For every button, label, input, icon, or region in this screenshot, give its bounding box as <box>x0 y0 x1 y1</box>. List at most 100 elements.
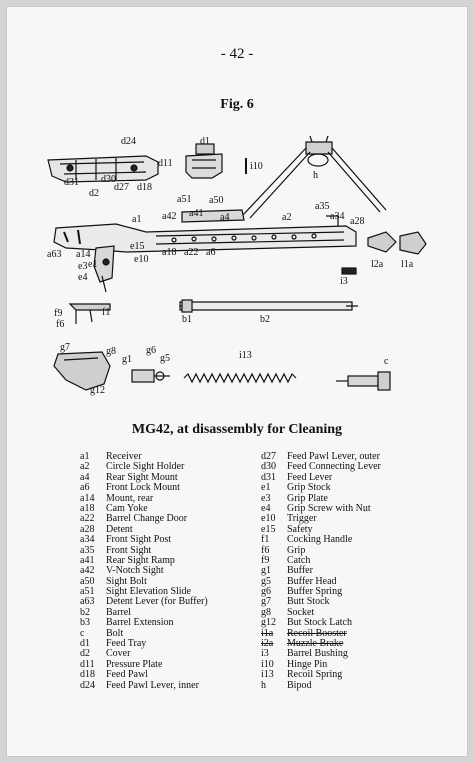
parts-list-row: a51 Sight Elevation Slide <box>80 586 208 598</box>
recoil-spring-drawing <box>183 372 297 384</box>
bolt-drawing <box>336 371 391 391</box>
part-code: a14 <box>80 492 95 504</box>
parts-list-row: e1 Grip Stock <box>261 482 381 494</box>
part-description: Sight Bolt <box>106 575 147 587</box>
figure-label: e3 <box>78 261 88 272</box>
figure-title: Fig. 6 <box>220 97 254 112</box>
part-description: Recoil Spring <box>287 669 343 681</box>
buffer-drawing <box>131 369 170 383</box>
figure-label: d1 <box>200 136 210 147</box>
figure-label: g12 <box>90 385 105 396</box>
parts-list-row: f6 Grip <box>261 544 381 556</box>
part-code: d11 <box>80 658 95 670</box>
bipod-drawing <box>241 135 387 219</box>
part-code: d18 <box>80 669 95 681</box>
part-code: i2a <box>261 638 274 650</box>
figure-label: a2 <box>282 212 292 223</box>
receiver-drawing <box>53 209 357 253</box>
muzzle-parts-drawing <box>341 231 427 275</box>
part-description: Catch <box>287 554 311 566</box>
part-description: Barrel <box>106 606 131 618</box>
part-description: Recoil Booster <box>287 627 347 639</box>
parts-list-row: g6 Buffer Spring <box>261 586 381 598</box>
part-code: g1 <box>261 565 271 577</box>
part-code: i13 <box>261 669 274 681</box>
part-code: e1 <box>261 482 271 494</box>
part-description: Grip Screw with Nut <box>287 502 371 514</box>
figure-label: l1a <box>401 259 414 270</box>
part-code: f6 <box>261 544 270 556</box>
part-code: h <box>261 679 266 691</box>
part-code: d31 <box>261 471 276 483</box>
figure-label: b2 <box>260 314 270 325</box>
part-code: a1 <box>80 451 90 462</box>
part-code: f9 <box>261 554 270 566</box>
figure-label: a50 <box>209 195 224 206</box>
part-code: g5 <box>261 575 271 587</box>
part-description: Grip Plate <box>287 492 328 504</box>
figure-label: a1 <box>132 214 142 225</box>
part-description: Cam Yoke <box>106 502 148 514</box>
part-code: a4 <box>80 471 90 483</box>
figure-label: e4 <box>78 272 88 283</box>
part-description: Muzzle Brake <box>287 638 344 650</box>
part-description: Front Sight <box>106 544 152 556</box>
part-code: i3 <box>261 648 269 660</box>
parts-list-row: i1a Recoil Booster <box>261 627 381 639</box>
figure-label: d11 <box>158 158 173 169</box>
figure-label: a14 <box>76 249 91 260</box>
part-description: Trigger <box>287 513 317 525</box>
figure-label: a28 <box>350 216 365 227</box>
part-description: Feed Lever <box>287 471 333 483</box>
part-code: e3 <box>261 492 271 504</box>
butt-stock-drawing <box>53 351 111 391</box>
part-code: g12 <box>261 617 276 629</box>
grip-drawing <box>93 245 115 293</box>
parts-list-row: d31 Feed Lever <box>261 471 381 483</box>
part-description: Feed Pawl Lever, outer <box>287 451 380 462</box>
figure-label: b1 <box>182 314 192 325</box>
figure-label: h <box>313 170 318 181</box>
figure-label: d2 <box>89 188 99 199</box>
figure-label: a22 <box>184 247 199 258</box>
figure-label: d31 <box>64 177 79 188</box>
part-code: a42 <box>80 565 95 577</box>
page-number: - 42 - <box>220 46 254 62</box>
part-description: Receiver <box>106 451 142 462</box>
cocking-handle-drawing <box>68 303 111 324</box>
part-description: Grip Stock <box>287 482 331 494</box>
part-description: Barrel Extension <box>106 617 174 629</box>
figure-label: f9 <box>54 308 63 319</box>
part-code: d24 <box>80 679 95 691</box>
part-description: Feed Connecting Lever <box>287 461 381 473</box>
figure-label: a4 <box>220 212 230 223</box>
part-description: Buffer Spring <box>287 586 343 598</box>
figure-label: g7 <box>60 342 70 353</box>
figure-label: i13 <box>239 350 252 361</box>
part-description: Grip <box>287 544 306 556</box>
part-code: i1a <box>261 627 274 639</box>
part-code: d1 <box>80 638 90 650</box>
part-code: c <box>80 627 85 639</box>
part-description: Sight Elevation Slide <box>106 586 191 598</box>
part-code: a51 <box>80 586 95 598</box>
part-description: Barrel Bushing <box>287 648 348 660</box>
part-description: Barrel Change Door <box>106 513 188 525</box>
part-code: i10 <box>261 658 274 670</box>
part-code: g6 <box>261 586 271 598</box>
part-description: Rear Sight Mount <box>106 471 178 483</box>
